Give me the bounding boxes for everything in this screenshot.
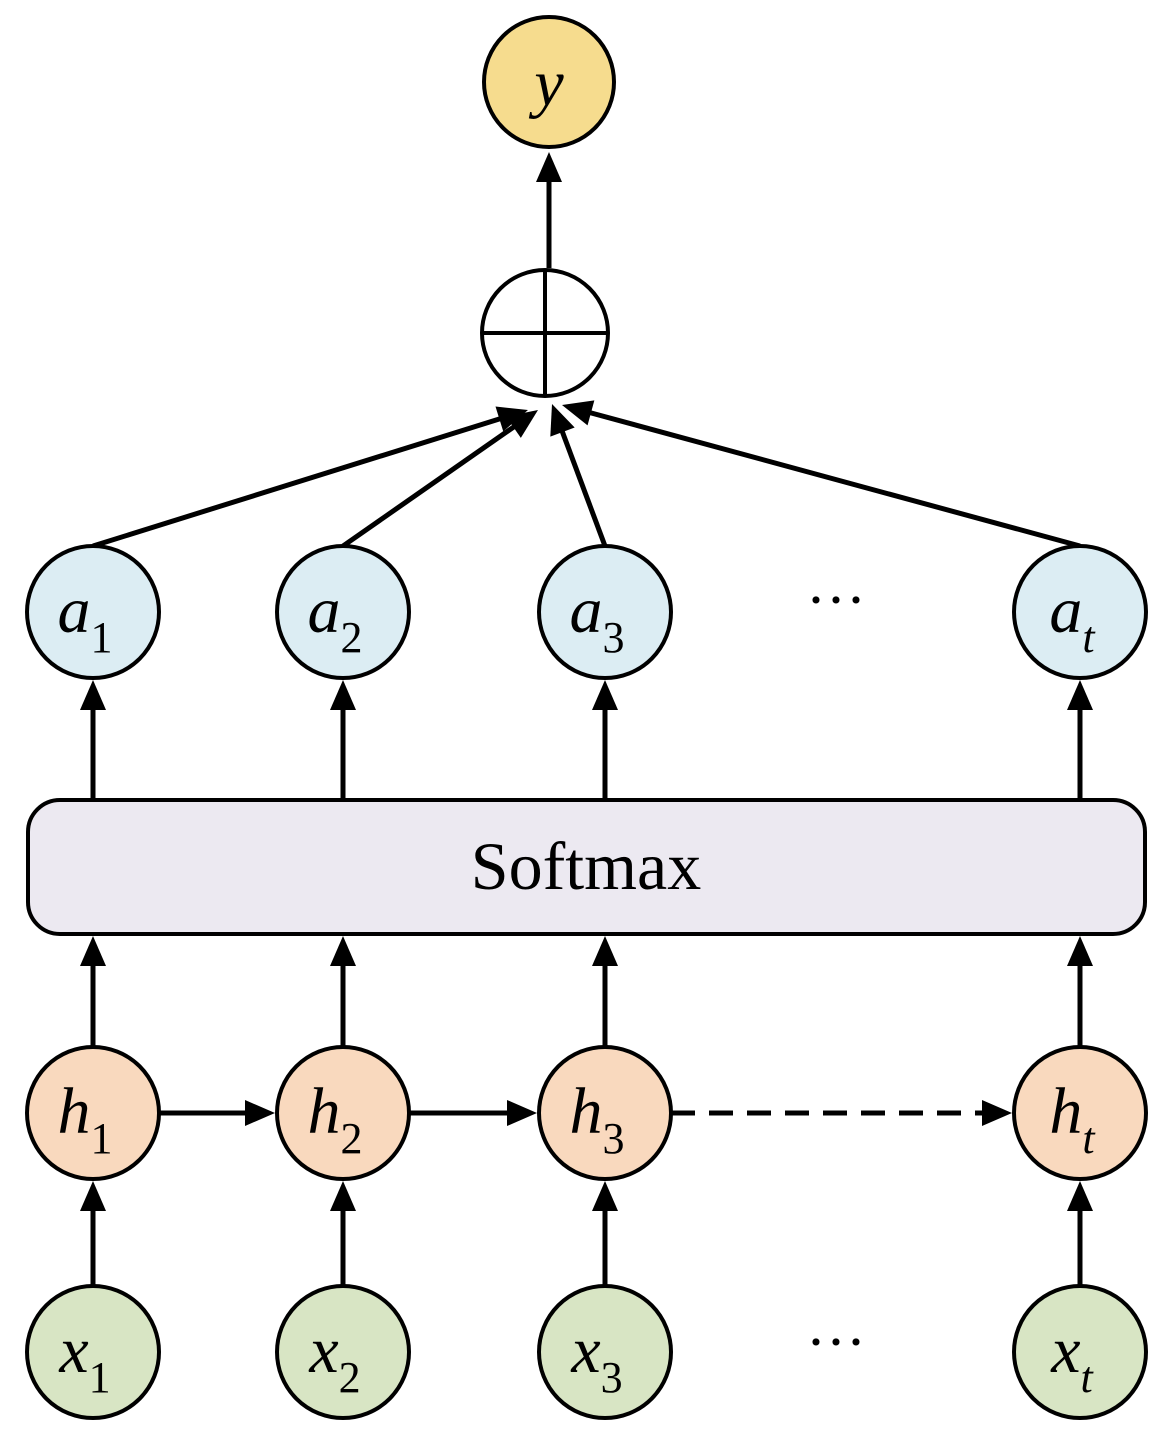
- hidden-node-2: h2: [275, 1045, 411, 1181]
- attention-label: a1: [58, 574, 113, 662]
- input-main: x: [308, 1314, 338, 1387]
- hidden-main: h: [58, 1075, 91, 1148]
- hidden-label: h2: [308, 1075, 363, 1163]
- input-subscript: 2: [339, 1353, 361, 1402]
- input-subscript: 3: [601, 1353, 623, 1402]
- input-main: x: [1050, 1314, 1080, 1387]
- attention-main: a: [308, 574, 341, 647]
- softmax-layer: Softmax: [26, 798, 1147, 936]
- input-label: x3: [570, 1314, 622, 1402]
- hidden-main: h: [1049, 1075, 1082, 1148]
- attention-node-3: a3: [537, 544, 673, 680]
- circle-plus-icon: [480, 268, 610, 398]
- attention-subscript: t: [1082, 613, 1096, 662]
- input-node-1: x1: [25, 1284, 161, 1420]
- softmax-label: Softmax: [471, 828, 701, 904]
- arrow-softmax-to-attention-3: [592, 680, 618, 800]
- connections: [80, 152, 1093, 1286]
- input-label: x1: [58, 1314, 110, 1402]
- attention-label: a3: [570, 574, 625, 662]
- output-circle: [482, 15, 616, 149]
- hidden-subscript: t: [1082, 1114, 1096, 1163]
- hidden-node-4: ht: [1012, 1045, 1148, 1181]
- attention-label: at: [1049, 574, 1096, 662]
- hidden-label: ht: [1049, 1075, 1096, 1163]
- hidden-circle: [275, 1045, 411, 1181]
- input-node-3: x3: [537, 1284, 673, 1420]
- arrow-hidden-to-softmax-1: [80, 936, 106, 1047]
- hidden-label: h3: [570, 1075, 625, 1163]
- arrow-hidden-to-softmax-2: [330, 936, 356, 1047]
- hidden-node-1: h1: [25, 1045, 161, 1181]
- input-circle: [537, 1284, 673, 1420]
- input-label: x2: [308, 1314, 360, 1402]
- hidden-subscript: 3: [603, 1114, 625, 1163]
- hidden-circle: [25, 1045, 161, 1181]
- attention-circle: [275, 544, 411, 680]
- arrow-attention-to-sum-1: [92, 406, 528, 549]
- output-node: y: [482, 15, 616, 149]
- input-node-2: x2: [275, 1284, 411, 1420]
- attention-node-4: at: [1012, 544, 1148, 680]
- arrow-attention-to-sum-2: [341, 410, 538, 549]
- input-main: x: [58, 1314, 88, 1387]
- input-subscript: t: [1081, 1353, 1095, 1402]
- arrow-input-to-hidden-1: [80, 1181, 106, 1286]
- hidden-subscript: 2: [341, 1114, 363, 1163]
- input-subscript: 1: [89, 1353, 111, 1402]
- hidden-label: h1: [58, 1075, 113, 1163]
- attention-circle: [537, 544, 673, 680]
- hidden-main: h: [308, 1075, 341, 1148]
- input-circle: [275, 1284, 411, 1420]
- arrow-hidden-to-softmax-4: [1067, 936, 1093, 1047]
- arrow-input-to-hidden-4: [1067, 1181, 1093, 1286]
- hidden-node-3: h3: [537, 1045, 673, 1181]
- input-main: x: [570, 1314, 600, 1387]
- arrow-hidden-3-to-t: [671, 1100, 1012, 1126]
- arrow-hidden-1-to-2: [159, 1100, 275, 1126]
- arrow-sum-to-output: [536, 152, 562, 268]
- arrow-input-to-hidden-2: [330, 1181, 356, 1286]
- arrow-hidden-2-to-3: [409, 1100, 537, 1126]
- hidden-circle: [1012, 1045, 1148, 1181]
- attention-main: a: [570, 574, 603, 647]
- hidden-circle: [537, 1045, 673, 1181]
- attention-ellipsis: ···: [806, 567, 866, 633]
- attention-subscript: 3: [603, 613, 625, 662]
- attention-subscript: 1: [91, 613, 113, 662]
- hidden-subscript: 1: [91, 1114, 113, 1163]
- arrow-softmax-to-attention-2: [330, 680, 356, 800]
- arrow-attention-to-sum-3: [550, 404, 608, 547]
- arrow-attention-to-sum-4: [562, 400, 1081, 549]
- arrow-softmax-to-attention-1: [80, 680, 106, 800]
- attention-circle: [1012, 544, 1148, 680]
- output-label: y: [528, 47, 564, 120]
- sum-node: [480, 268, 610, 398]
- attention-node-2: a2: [275, 544, 411, 680]
- input-circle: [25, 1284, 161, 1420]
- attention-label: a2: [308, 574, 363, 662]
- softmax-box: [26, 798, 1147, 936]
- arrow-softmax-to-attention-4: [1067, 680, 1093, 800]
- input-node-4: xt: [1012, 1284, 1148, 1420]
- input-circle: [1012, 1284, 1148, 1420]
- attention-main: a: [1049, 574, 1082, 647]
- attention-subscript: 2: [341, 613, 363, 662]
- arrow-hidden-to-softmax-3: [592, 936, 618, 1047]
- arrow-input-to-hidden-3: [592, 1181, 618, 1286]
- attention-main: a: [58, 574, 91, 647]
- hidden-main: h: [570, 1075, 603, 1148]
- attention-node-1: a1: [25, 544, 161, 680]
- input-label: xt: [1050, 1314, 1094, 1402]
- attention-circle: [25, 544, 161, 680]
- input-ellipsis: ···: [806, 1309, 866, 1375]
